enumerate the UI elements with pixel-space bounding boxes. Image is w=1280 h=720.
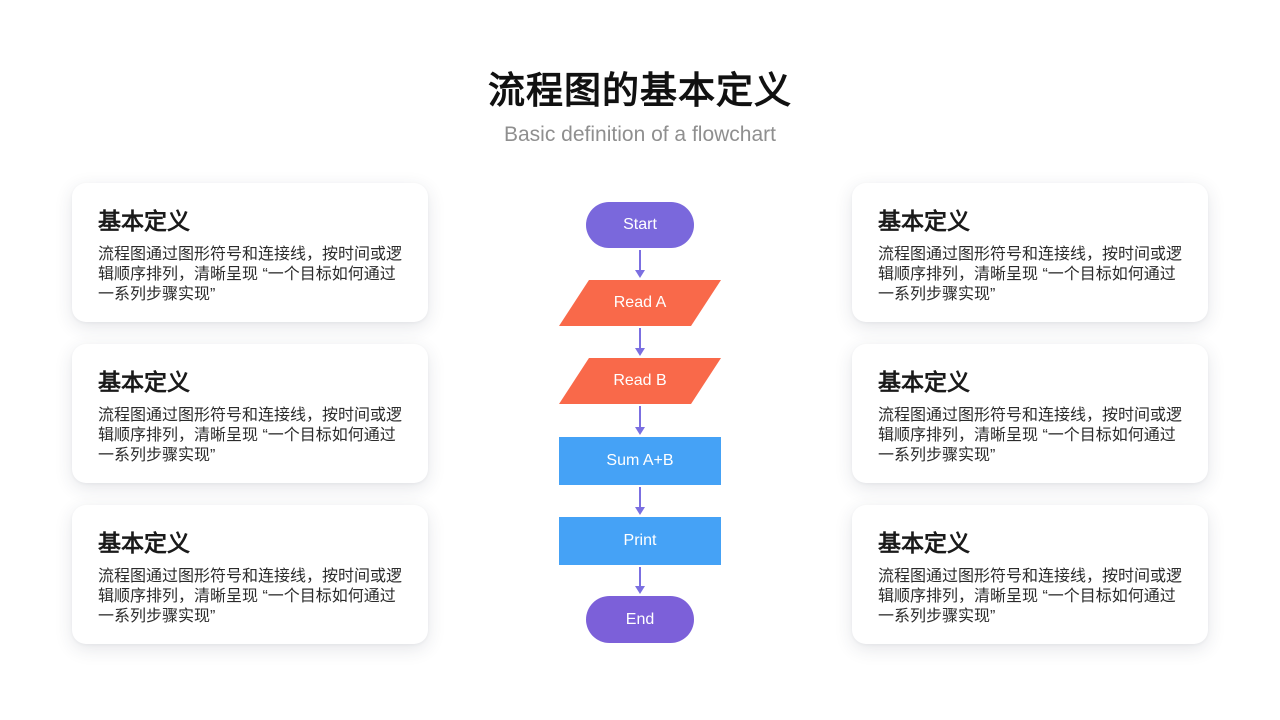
flow-node-start: Start (586, 202, 694, 248)
flow-node-end: End (586, 596, 694, 643)
card-body: 流程图通过图形符号和连接线，按时间或逻辑顺序排列，清晰呈现 “一个目标如何通过一… (878, 568, 1183, 625)
arrow-head-icon (635, 507, 645, 515)
definition-card: 基本定义 流程图通过图形符号和连接线，按时间或逻辑顺序排列，清晰呈现 “一个目标… (72, 183, 428, 322)
flow-arrow-down (634, 487, 646, 515)
card-title: 基本定义 (98, 530, 190, 556)
card-body: 流程图通过图形符号和连接线，按时间或逻辑顺序排列，清晰呈现 “一个目标如何通过一… (98, 246, 403, 303)
flow-node-print: Print (559, 517, 721, 565)
definition-card: 基本定义 流程图通过图形符号和连接线，按时间或逻辑顺序排列，清晰呈现 “一个目标… (852, 505, 1208, 644)
slide-header: 流程图的基本定义 Basic definition of a flowchart (0, 0, 1280, 148)
flow-arrow-down (634, 250, 646, 278)
flow-node-sum: Sum A+B (559, 437, 721, 485)
card-body: 流程图通过图形符号和连接线，按时间或逻辑顺序排列，清晰呈现 “一个目标如何通过一… (98, 568, 403, 625)
arrow-stem (639, 250, 641, 270)
arrow-stem (639, 406, 641, 427)
page-subtitle: Basic definition of a flowchart (504, 123, 776, 146)
page-title: 流程图的基本定义 (488, 70, 792, 111)
card-body: 流程图通过图形符号和连接线，按时间或逻辑顺序排列，清晰呈现 “一个目标如何通过一… (878, 246, 1183, 303)
card-title: 基本定义 (98, 208, 190, 234)
arrow-stem (639, 567, 641, 586)
card-title: 基本定义 (878, 208, 970, 234)
arrow-head-icon (635, 270, 645, 278)
arrow-stem (639, 487, 641, 507)
arrow-head-icon (635, 348, 645, 356)
card-title: 基本定义 (878, 530, 970, 556)
card-title: 基本定义 (878, 369, 970, 395)
flow-arrow-down (634, 567, 646, 594)
card-body: 流程图通过图形符号和连接线，按时间或逻辑顺序排列，清晰呈现 “一个目标如何通过一… (98, 407, 403, 464)
arrow-head-icon (635, 586, 645, 594)
flow-node-read-a: Read A (559, 280, 721, 326)
arrow-head-icon (635, 427, 645, 435)
definition-card: 基本定义 流程图通过图形符号和连接线，按时间或逻辑顺序排列，清晰呈现 “一个目标… (72, 505, 428, 644)
card-body: 流程图通过图形符号和连接线，按时间或逻辑顺序排列，清晰呈现 “一个目标如何通过一… (878, 407, 1183, 464)
flow-arrow-down (634, 406, 646, 435)
arrow-stem (639, 328, 641, 348)
flow-arrow-down (634, 328, 646, 356)
definition-card: 基本定义 流程图通过图形符号和连接线，按时间或逻辑顺序排列，清晰呈现 “一个目标… (852, 183, 1208, 322)
flow-node-read-b: Read B (559, 358, 721, 404)
card-title: 基本定义 (98, 369, 190, 395)
definition-card: 基本定义 流程图通过图形符号和连接线，按时间或逻辑顺序排列，清晰呈现 “一个目标… (852, 344, 1208, 483)
definition-card: 基本定义 流程图通过图形符号和连接线，按时间或逻辑顺序排列，清晰呈现 “一个目标… (72, 344, 428, 483)
